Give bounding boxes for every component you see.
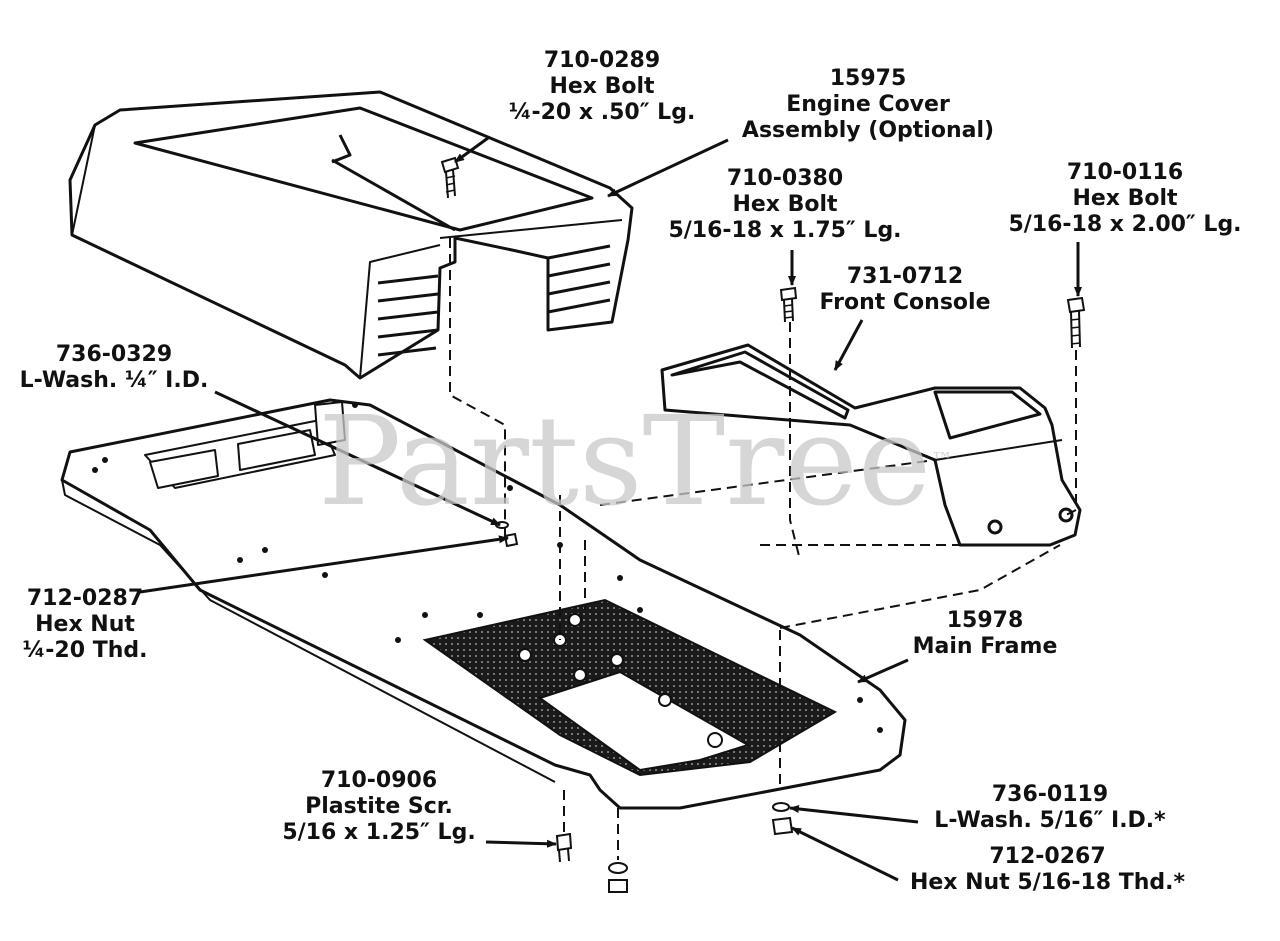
- watermark: PartsTree™: [318, 390, 954, 534]
- callout-main-frame-15978: 15978 Main Frame: [912, 608, 1058, 659]
- assembly-dashed-lines: [449, 238, 1077, 860]
- engine-cover-vents: [377, 244, 611, 357]
- frame-nut-icon: [608, 862, 628, 893]
- leader-lines: [139, 136, 1082, 882]
- hex-nut-fivesixteenths-icon: [771, 816, 794, 836]
- callout-hex-nut-712-0267: 712-0267 Hex Nut 5/16-18 Thd.*: [909, 844, 1186, 895]
- hex-bolt-long-icon: [1066, 296, 1086, 349]
- callout-lock-washer-736-0119: 736-0119 L-Wash. 5/16″ I.D.*: [934, 782, 1166, 833]
- front-console: [660, 343, 1082, 547]
- callout-hex-bolt-710-0380: 710-0380 Hex Bolt 5/16-18 x 1.75″ Lg.: [668, 166, 902, 243]
- callout-plastite-screw-710-0906: 710-0906 Plastite Scr. 5/16 x 1.25″ Lg.: [282, 768, 476, 845]
- frame-small-holes: [92, 402, 883, 733]
- frame-mounting-holes: [518, 613, 723, 748]
- hex-bolt-cover-icon: [440, 156, 460, 199]
- hex-nut-quarter-icon: [503, 532, 519, 548]
- callout-front-console-731-0712: 731-0712 Front Console: [819, 264, 991, 315]
- callout-engine-cover-15975: 15975 Engine Cover Assembly (Optional): [741, 66, 995, 143]
- plastite-screw-icon: [555, 832, 573, 863]
- engine-cover: [68, 90, 634, 380]
- hex-bolt-console-icon: [779, 286, 798, 323]
- callout-hex-bolt-710-0289: 710-0289 Hex Bolt ¼-20 x .50″ Lg.: [508, 48, 696, 125]
- callout-lock-washer-736-0329: 736-0329 L-Wash. ¼″ I.D.: [19, 342, 209, 393]
- frame-center-plate: [537, 670, 751, 772]
- lock-washer-fivesixteenths-icon: [772, 802, 790, 812]
- callout-hex-nut-712-0287: 712-0287 Hex Nut ¼-20 Thd.: [22, 586, 148, 663]
- callout-hex-bolt-710-0116: 710-0116 Hex Bolt 5/16-18 x 2.00″ Lg.: [1008, 160, 1242, 237]
